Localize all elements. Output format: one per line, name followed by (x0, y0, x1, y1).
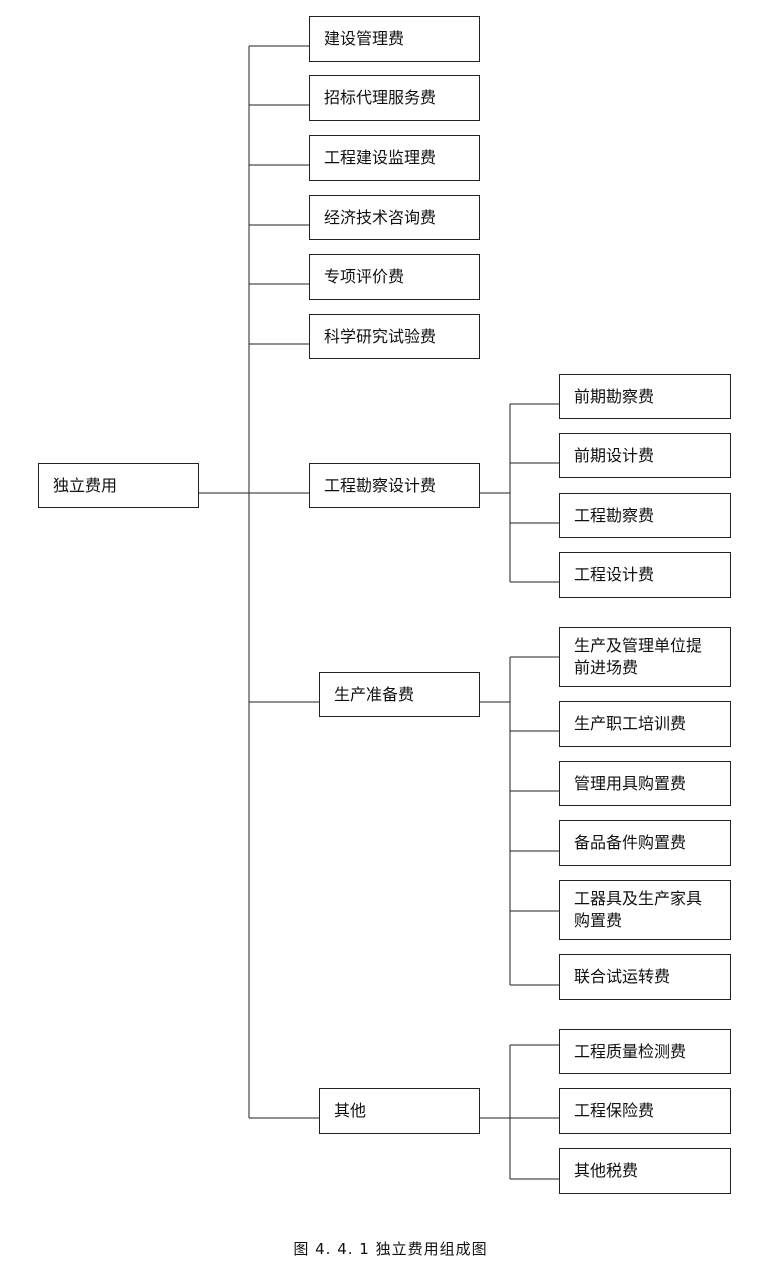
node-engineering-survey-fee: 工程勘察费 (559, 493, 731, 538)
node-other: 其他 (319, 1088, 480, 1134)
figure-caption: 图 4. 4. 1 独立费用组成图 (293, 1240, 488, 1258)
node-production-prep-fee: 生产准备费 (319, 672, 480, 717)
node-preliminary-survey-fee: 前期勘察费 (559, 374, 731, 419)
node-staff-training-fee: 生产职工培训费 (559, 701, 731, 747)
root-node: 独立费用 (38, 463, 199, 508)
node-spare-parts-fee: 备品备件购置费 (559, 820, 731, 866)
node-research-test-fee: 科学研究试验费 (309, 314, 480, 359)
node-engineering-design-fee: 工程设计费 (559, 552, 731, 598)
node-special-evaluation-fee: 专项评价费 (309, 254, 480, 300)
node-construction-management-fee: 建设管理费 (309, 16, 480, 62)
node-consulting-fee: 经济技术咨询费 (309, 195, 480, 240)
node-survey-design-fee: 工程勘察设计费 (309, 463, 480, 508)
node-joint-commissioning-fee: 联合试运转费 (559, 954, 731, 1000)
node-early-entry-fee: 生产及管理单位提前进场费 (559, 627, 731, 687)
node-tools-furniture-fee: 工器具及生产家具购置费 (559, 880, 731, 940)
node-preliminary-design-fee: 前期设计费 (559, 433, 731, 478)
node-supervision-fee: 工程建设监理费 (309, 135, 480, 181)
node-quality-inspection-fee: 工程质量检测费 (559, 1029, 731, 1074)
node-insurance-fee: 工程保险费 (559, 1088, 731, 1134)
node-bidding-agency-fee: 招标代理服务费 (309, 75, 480, 121)
node-management-tools-fee: 管理用具购置费 (559, 761, 731, 806)
node-other-taxes: 其他税费 (559, 1148, 731, 1194)
